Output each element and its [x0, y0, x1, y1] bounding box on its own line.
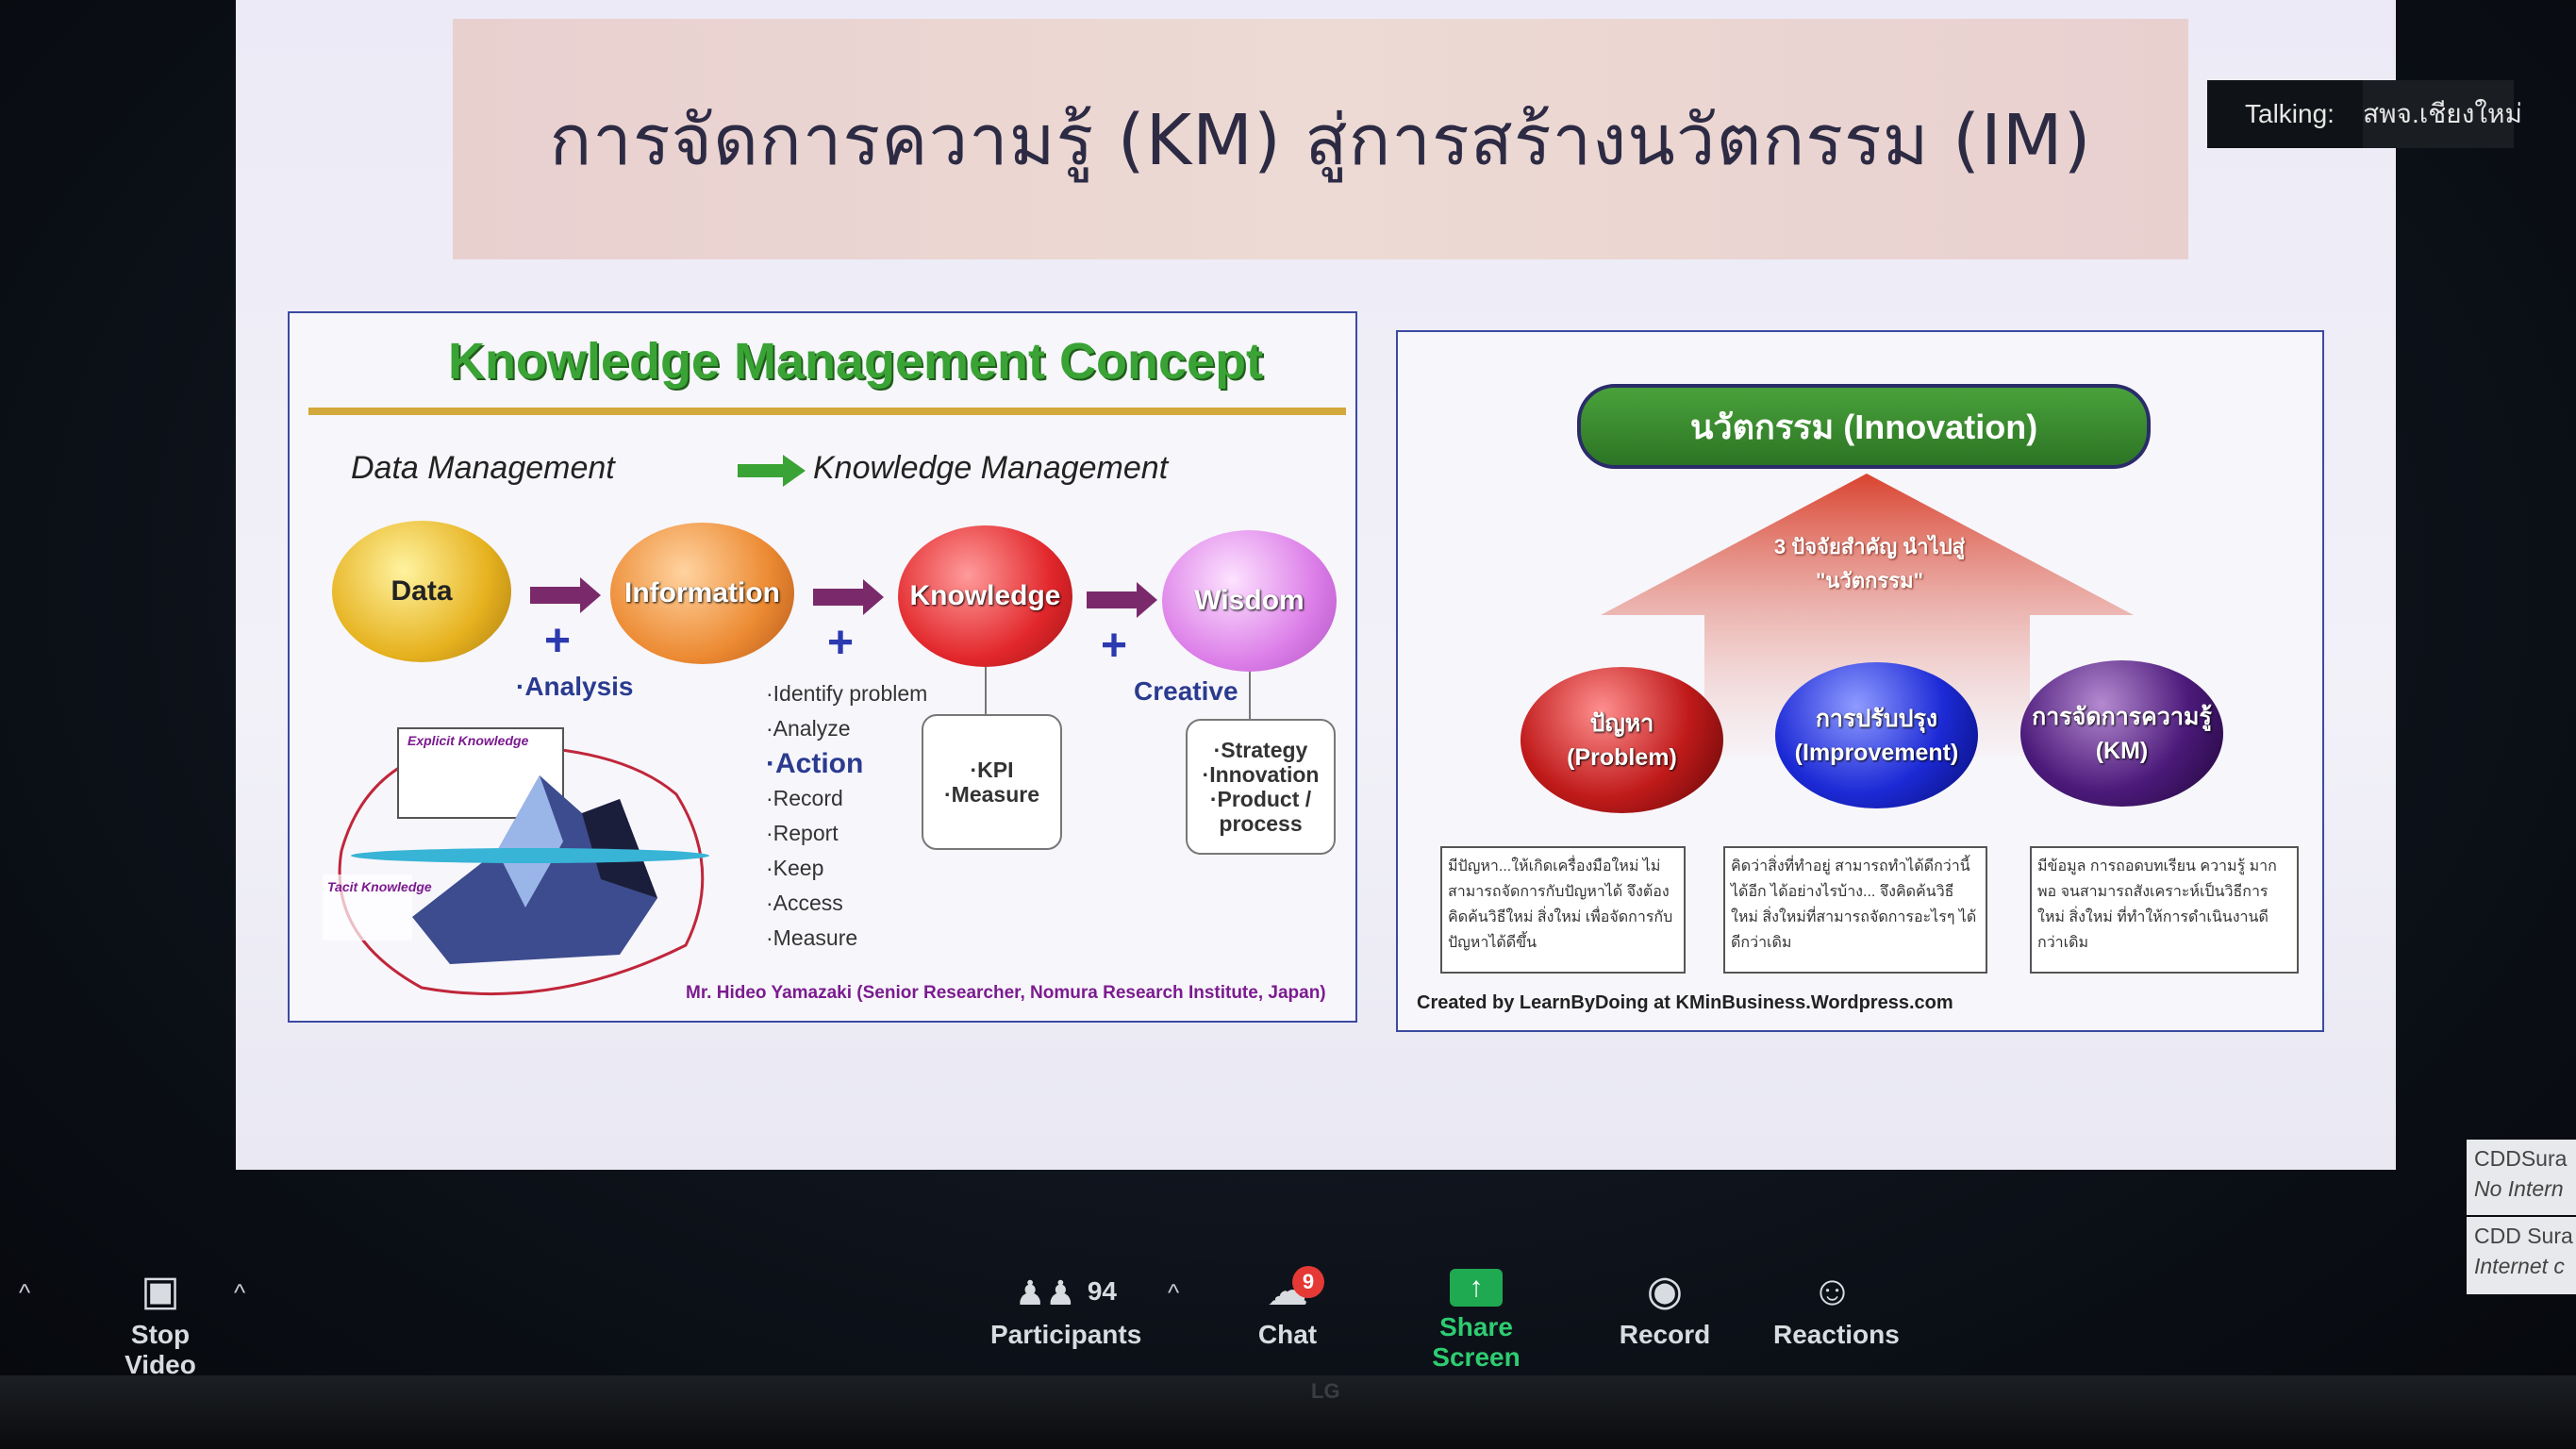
heading-underline — [308, 408, 1346, 415]
monitor-bezel — [0, 1375, 2576, 1449]
arrow-caption-line: "นวัตกรรม" — [1816, 569, 1923, 592]
right-credit: Created by LearnByDoing at KMinBusiness.… — [1417, 992, 1953, 1013]
ball-label: (Improvement) — [1794, 739, 1959, 766]
connector-line — [1249, 672, 1251, 719]
reactions-button[interactable]: ☺ Reactions — [1773, 1268, 1900, 1350]
improvement-description: คิดว่าสิ่งที่ทำอยู่ สามารถทำได้ดีกว่านี้… — [1723, 846, 1987, 974]
left-credit: Mr. Hideo Yamazaki (Senior Researcher, N… — [686, 983, 1326, 1003]
record-icon: ◉ — [1646, 1268, 1684, 1314]
share-screen-label: Share Screen — [1432, 1312, 1521, 1372]
plus-sign: + — [544, 616, 572, 666]
km-description: มีข้อมูล การถอดบทเรียน ความรู้ มากพอ จนส… — [2030, 846, 2299, 974]
problem-ball: ปัญหา (Problem) — [1521, 667, 1723, 813]
share-screen-button[interactable]: ↑ Share Screen — [1396, 1269, 1556, 1373]
flow-to-label: Knowledge Management — [813, 450, 1169, 486]
stage-knowledge: Knowledge — [898, 525, 1072, 667]
stage-arrow-icon — [1087, 582, 1157, 618]
bullet-item: ·Record — [766, 786, 843, 810]
bullet-item: ·Access — [766, 891, 843, 915]
bullet-item: ·Report — [766, 821, 839, 845]
wisdom-box: ·Strategy ·Innovation ·Product / process — [1186, 719, 1336, 855]
bullet-item: ·Identify problem — [766, 681, 928, 706]
wisdom-item: ·Strategy — [1213, 738, 1308, 762]
innovation-label: นวัตกรรม (Innovation) — [1689, 407, 2038, 446]
stage-arrow-icon — [813, 579, 884, 615]
creative-label: Creative — [1134, 676, 1238, 706]
flow-from-label: Data Management — [351, 450, 615, 486]
stage-information: Information — [610, 523, 794, 664]
participants-icon: ♟♟ 94 — [1015, 1274, 1117, 1312]
information-bullets: ·Identify problem ·Analyze ·Action ·Reco… — [766, 676, 927, 956]
kpi-item: ·KPI — [970, 758, 1014, 782]
arrow-caption-line: 3 ปัจจัยสำคัญ นำไปสู่ — [1773, 535, 1966, 558]
innovation-panel: นวัตกรรม (Innovation) 3 ปัจจัยสำคัญ นำไป… — [1396, 330, 2324, 1032]
km-concept-heading: Knowledge Management Concept — [447, 333, 1264, 390]
explicit-knowledge-label: Explicit Knowledge — [407, 733, 529, 748]
plus-sign: + — [1101, 621, 1128, 671]
participants-chevron-icon[interactable]: ^ — [1168, 1278, 1180, 1307]
wisdom-item: ·Product / — [1209, 787, 1312, 811]
participant-name: CDDSura — [2474, 1146, 2568, 1171]
participants-button[interactable]: ♟♟ 94 Participants — [990, 1269, 1141, 1350]
chat-label: Chat — [1257, 1320, 1318, 1349]
talking-name-box: สพจ.เชียงใหม่ — [2363, 80, 2522, 148]
reactions-icon: ☺ — [1811, 1268, 1853, 1314]
km-concept-panel: Knowledge Management Concept Data Manage… — [288, 311, 1357, 1023]
slide-title: การจัดการความรู้ (KM) สู่การสร้างนวัตกรร… — [549, 99, 2092, 181]
kpi-box: ·KPI ·Measure — [922, 714, 1062, 850]
participant-tile[interactable]: CDD Sura Internet c — [2467, 1217, 2576, 1294]
chat-badge: 9 — [1292, 1266, 1324, 1298]
share-screen-icon: ↑ — [1450, 1269, 1503, 1307]
wisdom-item: ·Innovation — [1202, 762, 1320, 787]
wisdom-item: process — [1219, 811, 1303, 836]
stop-video-label: Stop Video — [125, 1320, 196, 1379]
plus-sign: + — [827, 618, 855, 668]
record-button[interactable]: ◉ Record — [1613, 1269, 1717, 1350]
improvement-ball: การปรับปรุง (Improvement) — [1775, 662, 1978, 808]
participant-status: No Intern — [2474, 1176, 2564, 1201]
slide-title-band: การจัดการความรู้ (KM) สู่การสร้างนวัตกรร… — [453, 19, 2188, 259]
monitor-brand-logo: LG — [1311, 1379, 1340, 1403]
reactions-label: Reactions — [1773, 1320, 1900, 1349]
ball-label: ปัญหา — [1589, 709, 1654, 737]
analysis-label: ·Analysis — [516, 672, 634, 701]
bullet-item: ·Measure — [766, 925, 858, 950]
stage-data: Data — [332, 521, 511, 662]
participants-label: Participants — [990, 1320, 1142, 1349]
upward-arrow-icon — [1601, 474, 2134, 757]
participants-count: 94 — [1087, 1276, 1117, 1306]
problem-description: มีปัญหา...ให้เกิดเครื่องมือใหม่ ไม่สามาร… — [1440, 846, 1686, 974]
stage-arrow-icon — [530, 577, 601, 613]
arrow-caption: 3 ปัจจัยสำคัญ นำไปสู่ "นวัตกรรม" — [1719, 530, 2020, 598]
ball-label: (Problem) — [1567, 743, 1677, 771]
stage-wisdom: Wisdom — [1162, 530, 1337, 672]
ball-label: การปรับปรุง — [1815, 705, 1938, 732]
ball-label: (KM) — [2095, 737, 2149, 764]
chevron-up-icon[interactable]: ^ — [19, 1278, 31, 1307]
participant-tile[interactable]: CDDSura No Intern — [2467, 1140, 2576, 1215]
km-ball: การจัดการความรู้ (KM) — [2020, 660, 2223, 807]
talking-name: สพจ.เชียงใหม่ — [2363, 99, 2522, 128]
record-label: Record — [1619, 1320, 1711, 1349]
bullet-item: ·Keep — [766, 856, 824, 880]
shared-slide: การจัดการความรู้ (KM) สู่การสร้างนวัตกรร… — [236, 0, 2396, 1170]
action-label: ·Action — [766, 748, 864, 779]
ball-label: การจัดการความรู้ — [2032, 703, 2212, 730]
tacit-knowledge-label: Tacit Knowledge — [327, 879, 432, 894]
talking-prefix: Talking: — [2245, 99, 2335, 128]
innovation-pill: นวัตกรรม (Innovation) — [1577, 384, 2151, 469]
bullet-item: ·Analyze — [766, 716, 851, 741]
flow-arrow-icon — [738, 455, 806, 487]
video-options-chevron-icon[interactable]: ^ — [234, 1278, 246, 1307]
connector-line — [985, 667, 987, 714]
camera-icon: ▣ — [141, 1268, 180, 1314]
kpi-item: ·Measure — [944, 782, 1039, 807]
participant-name: CDD Sura — [2474, 1224, 2573, 1248]
stop-video-button[interactable]: ▣ Stop Video — [94, 1269, 226, 1380]
iceberg-illustration — [323, 727, 709, 996]
participant-status: Internet c — [2474, 1254, 2565, 1278]
